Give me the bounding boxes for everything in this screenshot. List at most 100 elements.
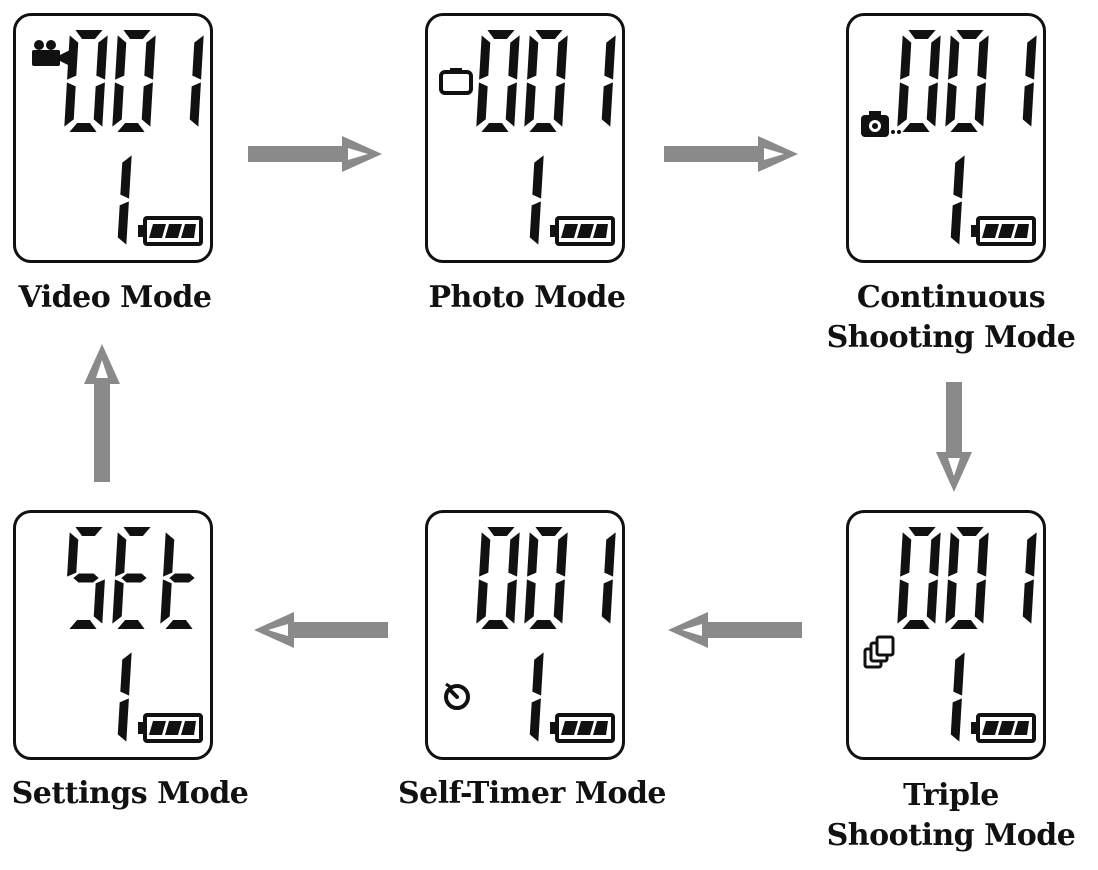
settings-mode-display	[67, 527, 203, 743]
lcd-segment	[141, 82, 153, 127]
continuous-mode-display	[897, 30, 1037, 246]
lcd-segment	[67, 532, 79, 577]
lcd-segment	[93, 579, 105, 624]
lcd-segment	[926, 579, 938, 624]
lcd-segment	[950, 620, 978, 629]
lcd-segment	[117, 201, 129, 245]
battery-icon	[550, 216, 615, 246]
lcd-segment	[945, 579, 957, 624]
label-line: Shooting Mode	[826, 320, 1076, 355]
camera-icon	[439, 68, 473, 95]
triple-mode-label: Triple Shooting Mode	[810, 776, 1092, 856]
lcd-segment	[192, 35, 204, 80]
lcd-segment	[529, 123, 557, 132]
lcd-segment	[120, 652, 132, 696]
lcd-segment	[950, 123, 978, 132]
lcd-segment	[115, 35, 127, 80]
lcd-segment	[974, 82, 986, 127]
lcd-segment	[929, 35, 941, 80]
lcd-segment	[953, 652, 965, 696]
lcd-segment	[160, 579, 172, 624]
lcd-segment	[900, 35, 912, 80]
lcd-segment	[950, 698, 962, 742]
lcd-segment	[508, 532, 520, 577]
self-timer-icon	[444, 682, 470, 710]
lcd-segment	[75, 30, 103, 39]
lcd-segment	[508, 35, 520, 80]
lcd-segment	[535, 30, 563, 39]
lcd-segment	[487, 527, 515, 536]
video-camera-icon	[32, 40, 70, 66]
lcd-segment	[532, 155, 544, 199]
continuous-camera-icon	[861, 111, 901, 137]
lcd-segment	[527, 532, 539, 577]
lcd-segment	[604, 532, 616, 577]
lcd-segment	[121, 573, 147, 583]
lcd-segment	[977, 532, 989, 577]
lcd-segment	[524, 82, 536, 127]
lcd-segment	[505, 579, 517, 624]
battery-icon	[138, 713, 203, 743]
battery-icon	[138, 216, 203, 246]
label-line: Photo Mode	[428, 280, 626, 315]
lcd-segment	[1025, 532, 1037, 577]
self-timer-mode-label: Self-Timer Mode	[372, 774, 692, 814]
lcd-segment	[553, 579, 565, 624]
arrow-down-icon	[936, 382, 972, 492]
lcd-segment	[948, 532, 960, 577]
lcd-segment	[481, 123, 509, 132]
continuous-mode-label: Continuous Shooting Mode	[810, 278, 1092, 358]
lcd-segment	[96, 35, 108, 80]
settings-mode-label: Settings Mode	[0, 774, 260, 814]
lcd-segment	[897, 579, 909, 624]
triple-frames-icon	[863, 635, 895, 669]
lcd-segment	[64, 82, 76, 127]
lcd-segment	[948, 35, 960, 80]
lcd-segment	[945, 82, 957, 127]
lcd-segment	[93, 82, 105, 127]
battery-icon	[971, 713, 1036, 743]
arrow-left-icon	[668, 612, 802, 648]
lcd-segment	[163, 532, 175, 577]
lcd-segment	[1022, 579, 1034, 624]
lcd-segment	[527, 35, 539, 80]
settings-mode-panel	[13, 510, 213, 760]
lcd-segment	[902, 620, 930, 629]
lcd-segment	[908, 527, 936, 536]
lcd-segment	[120, 155, 132, 199]
lcd-segment	[505, 82, 517, 127]
lcd-segment	[112, 82, 124, 127]
lcd-segment	[481, 620, 509, 629]
lcd-segment	[117, 698, 129, 742]
lcd-segment	[956, 30, 984, 39]
lcd-segment	[144, 35, 156, 80]
lcd-segment	[950, 201, 962, 245]
label-line: Shooting Mode	[826, 818, 1076, 853]
lcd-segment	[165, 620, 193, 629]
lcd-segment	[556, 532, 568, 577]
lcd-segment	[977, 35, 989, 80]
lcd-segment	[123, 527, 151, 536]
lcd-segment	[524, 579, 536, 624]
lcd-segment	[529, 698, 541, 742]
lcd-segment	[479, 35, 491, 80]
lcd-segment	[926, 82, 938, 127]
lcd-segment	[69, 123, 97, 132]
lcd-segment	[1025, 35, 1037, 80]
lcd-segment	[479, 532, 491, 577]
battery-icon	[971, 216, 1036, 246]
photo-mode-panel	[425, 13, 625, 263]
lcd-segment	[117, 123, 145, 132]
lcd-segment	[604, 35, 616, 80]
lcd-segment	[553, 82, 565, 127]
label-line: Video Mode	[18, 280, 212, 315]
lcd-segment	[897, 82, 909, 127]
lcd-segment	[73, 573, 99, 583]
self-timer-mode-display	[476, 527, 616, 743]
lcd-segment	[535, 527, 563, 536]
lcd-segment	[69, 620, 97, 629]
label-line: Triple	[903, 778, 999, 813]
lcd-segment	[601, 579, 613, 624]
lcd-segment	[123, 30, 151, 39]
lcd-segment	[189, 82, 201, 127]
